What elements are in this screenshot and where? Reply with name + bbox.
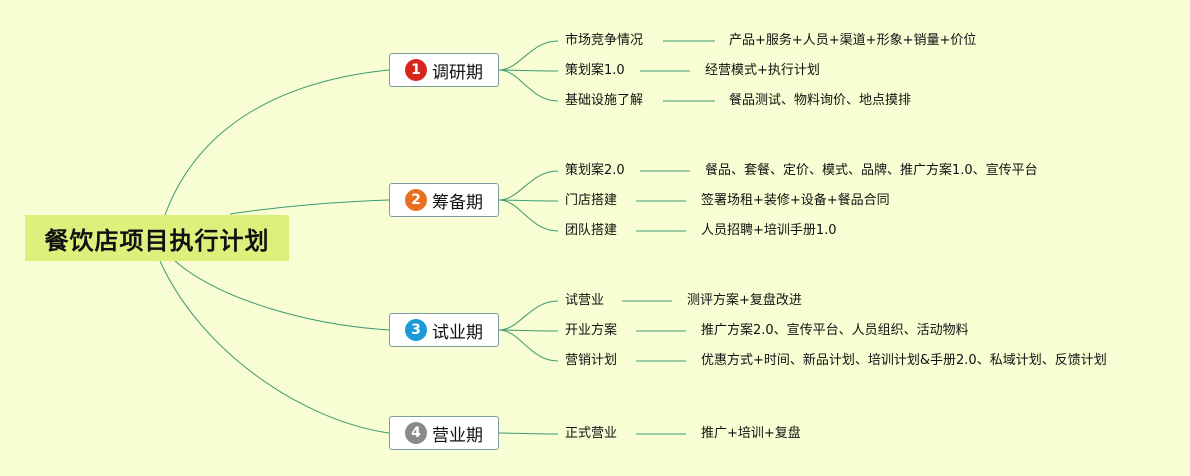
phase-label: 试业期 <box>432 322 483 343</box>
subtopic-official-opening[interactable]: 正式营业 <box>565 426 618 441</box>
root-topic[interactable]: 餐饮店项目执行计划 <box>25 215 289 261</box>
detail-trial-run[interactable]: 测评方案+复盘改进 <box>687 293 802 308</box>
number-badge: 3 <box>405 319 427 341</box>
fan-line-1-2 <box>498 199 559 232</box>
fan-line-2-1 <box>498 329 559 332</box>
phase-node-research[interactable]: 1 调研期 <box>389 53 499 87</box>
detail-plan-1[interactable]: 经营模式+执行计划 <box>705 63 820 78</box>
detail-team-setup[interactable]: 人员招聘+培训手册1.0 <box>701 223 837 238</box>
number-badge: 4 <box>405 422 427 444</box>
fan-line-3-0 <box>498 432 559 435</box>
fan-line-2-0 <box>498 300 559 331</box>
detail-store-setup[interactable]: 签署场租+装修+设备+餐品合同 <box>701 193 890 208</box>
subtopic-plan-1[interactable]: 策划案1.0 <box>565 63 625 78</box>
subtopic-plan-2[interactable]: 策划案2.0 <box>565 163 625 178</box>
detail-opening-plan[interactable]: 推广方案2.0、宣传平台、人员组织、活动物料 <box>701 323 969 338</box>
fan-line-1-0 <box>498 170 559 201</box>
detail-infrastructure[interactable]: 餐品测试、物料询价、地点摸排 <box>729 93 912 108</box>
subtopic-marketing-plan[interactable]: 营销计划 <box>565 353 618 368</box>
branch-line-preparation <box>229 199 390 215</box>
branch-line-research <box>164 69 390 216</box>
fan-line-1-1 <box>498 199 559 202</box>
subtopic-infrastructure[interactable]: 基础设施了解 <box>565 93 644 108</box>
fan-line-0-0 <box>498 40 559 71</box>
subtopic-team-setup[interactable]: 团队搭建 <box>565 223 618 238</box>
phase-label: 调研期 <box>432 62 483 83</box>
subtopic-opening-plan[interactable]: 开业方案 <box>565 323 618 338</box>
subtopic-trial-run[interactable]: 试营业 <box>565 293 605 308</box>
subtopic-store-setup[interactable]: 门店搭建 <box>565 193 618 208</box>
detail-market-competition[interactable]: 产品+服务+人员+渠道+形象+销量+价位 <box>729 33 977 48</box>
branch-line-operation <box>159 260 390 434</box>
phase-label: 营业期 <box>432 425 483 446</box>
phase-node-preparation[interactable]: 2 筹备期 <box>389 183 499 217</box>
detail-official-opening[interactable]: 推广+培训+复盘 <box>701 426 801 441</box>
detail-plan-2[interactable]: 餐品、套餐、定价、模式、品牌、推广方案1.0、宣传平台 <box>705 163 1038 178</box>
phase-node-trial[interactable]: 3 试业期 <box>389 313 499 347</box>
fan-line-0-2 <box>498 69 559 102</box>
number-badge: 1 <box>405 59 427 81</box>
phase-node-operation[interactable]: 4 营业期 <box>389 416 499 450</box>
fan-line-0-1 <box>498 69 559 72</box>
phase-label: 筹备期 <box>432 192 483 213</box>
branch-line-trial <box>174 260 390 331</box>
subtopic-market-competition[interactable]: 市场竞争情况 <box>565 33 644 48</box>
number-badge: 2 <box>405 189 427 211</box>
detail-marketing-plan[interactable]: 优惠方式+时间、新品计划、培训计划&手册2.0、私域计划、反馈计划 <box>701 353 1107 368</box>
fan-line-2-2 <box>498 329 559 362</box>
